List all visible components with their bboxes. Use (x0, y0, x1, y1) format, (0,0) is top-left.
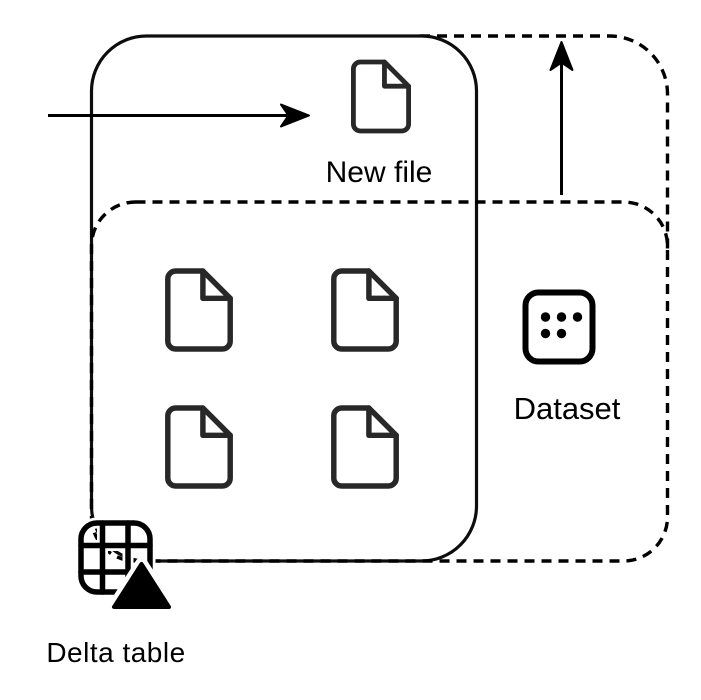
delta-triangle (112, 562, 171, 609)
arrow-outgoing (549, 41, 574, 195)
new-file-label: New file (325, 156, 433, 189)
arrow-incoming (48, 103, 310, 128)
delta-table-grid-icon (75, 517, 176, 614)
dataset-box (89, 200, 670, 563)
arrow-outgoing-head (549, 41, 574, 71)
delta-table-label: Delta table (46, 637, 186, 668)
new-version-outline (420, 34, 670, 250)
dataset-dots-icon (522, 289, 596, 365)
arrow-incoming-head (280, 103, 310, 128)
dataset-label: Dataset (513, 391, 621, 426)
